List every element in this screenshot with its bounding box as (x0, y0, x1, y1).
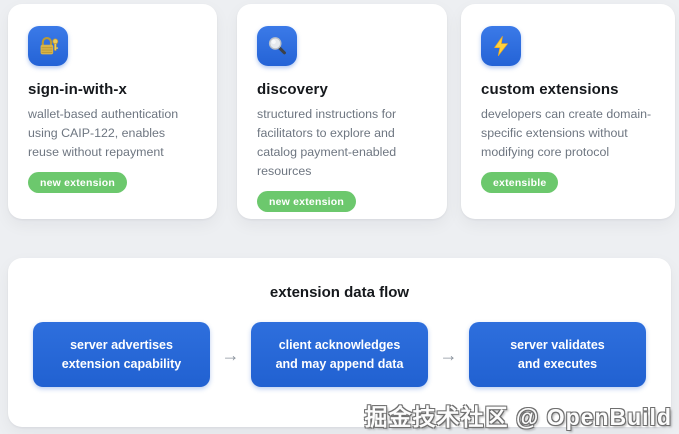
feature-card-sign-in-with-x: sign-in-with-x wallet-based authenticati… (8, 4, 217, 219)
card-description: wallet-based authentication using CAIP-1… (28, 107, 179, 159)
flow-step-client-acknowledges: client acknowledges and may append data (251, 322, 428, 387)
card-title: sign-in-with-x (28, 81, 127, 98)
flow-row: server advertises extension capability →… (8, 322, 671, 387)
flow-step-line: and executes (517, 356, 598, 371)
status-badge: new extension (257, 191, 356, 212)
flow-step-server-advertises: server advertises extension capability (33, 322, 210, 387)
right-arrow-icon: → (439, 344, 458, 365)
card-title: discovery (257, 81, 328, 98)
card-description: structured instructions for facilitators… (257, 107, 397, 178)
lightning-icon (481, 26, 521, 66)
lock-with-key-icon (28, 26, 68, 66)
feature-card-discovery: discovery structured instructions for fa… (237, 4, 447, 219)
flow-title: extension data flow (269, 284, 410, 301)
flow-step-line: server validates (510, 337, 605, 352)
card-description: developers can create domain-specific ex… (481, 107, 652, 159)
status-badge: new extension (28, 172, 127, 193)
flow-step-line: client acknowledges (278, 337, 401, 352)
flow-step-line: server advertises (70, 337, 173, 352)
magnifier-icon (257, 26, 297, 66)
flow-step-line: extension capability (61, 356, 182, 371)
extension-data-flow-panel: extension data flow server advertises ex… (8, 258, 671, 427)
flow-step-line: and may append data (275, 356, 404, 371)
right-arrow-icon: → (221, 344, 240, 365)
flow-step-server-validates: server validates and executes (469, 322, 646, 387)
status-badge: extensible (481, 172, 559, 193)
card-title: custom extensions (481, 81, 619, 98)
watermark-text: 掘金技术社区 @ OpenBuild (364, 404, 672, 430)
feature-card-custom-extensions: custom extensions developers can create … (461, 4, 675, 219)
